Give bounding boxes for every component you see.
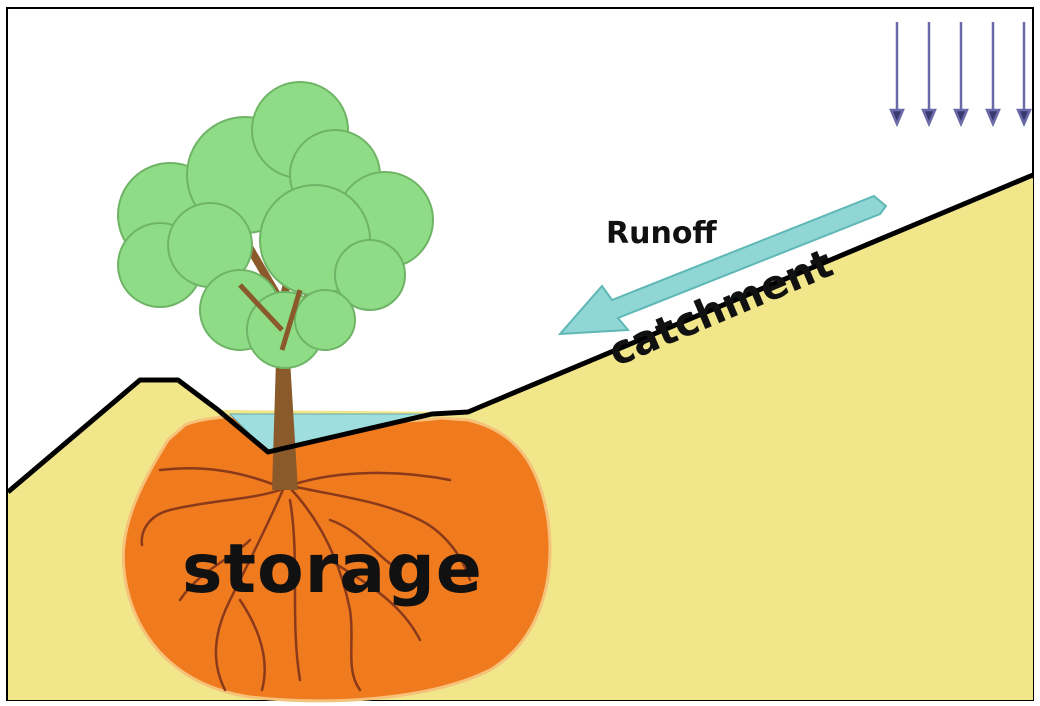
storage-label: storage [182,530,483,609]
runoff-label: Runoff [606,216,717,251]
